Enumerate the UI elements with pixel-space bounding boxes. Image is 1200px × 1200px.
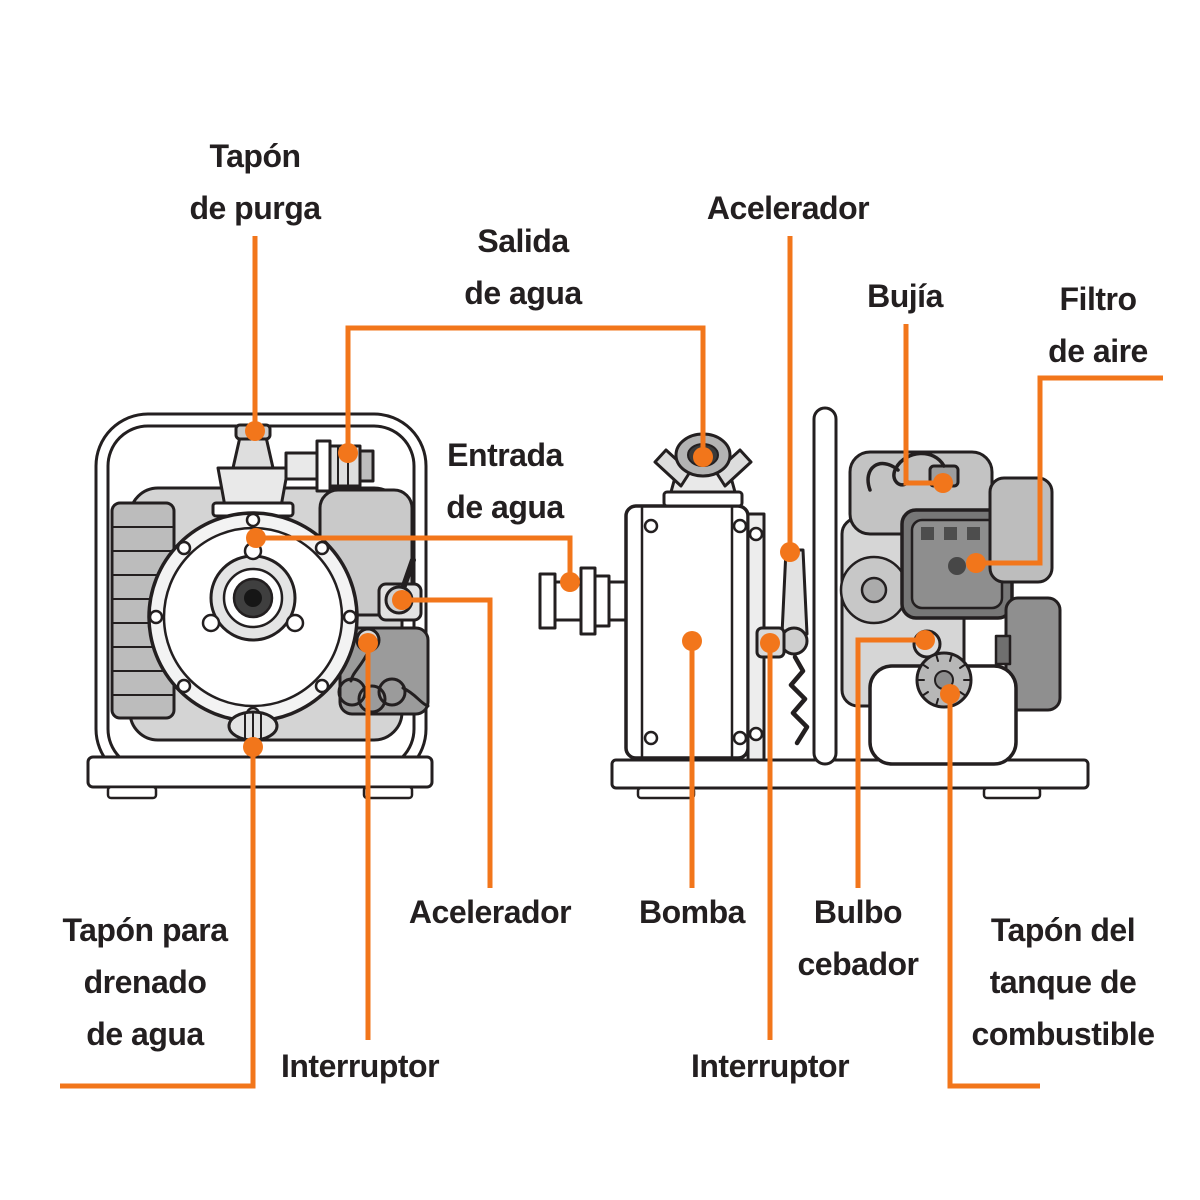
pump-body-bolts xyxy=(643,518,748,746)
leader-tapon-tanque xyxy=(947,698,1040,1089)
label-entrada-de-agua: Entrada de agua xyxy=(446,437,564,525)
anchor-tapon-tanque xyxy=(940,684,960,704)
label-bulbo-cebador: Bulbo cebador xyxy=(797,894,919,982)
engine-right-cover xyxy=(988,476,1054,584)
pump-body-side xyxy=(624,504,750,760)
coupler-wing-right xyxy=(714,448,753,488)
front-foot-left xyxy=(106,785,158,800)
label-interruptor-side: Interruptor xyxy=(690,1048,850,1084)
anchor-salida-de-agua-front xyxy=(338,443,358,463)
leader-bulbo-cebador xyxy=(855,637,918,888)
mount-bolt xyxy=(748,726,764,742)
inlet-bolt xyxy=(201,613,221,633)
label-tapon-drenado: Tapón para drenado de agua xyxy=(62,912,228,1052)
outlet-flange-front xyxy=(315,439,332,493)
anchor-bomba xyxy=(682,631,702,651)
front-base xyxy=(86,755,434,789)
anchor-tapon-drenado xyxy=(243,737,263,757)
anchor-salida-de-agua-side xyxy=(693,447,713,467)
side-view-illustration xyxy=(538,406,1090,800)
callouts xyxy=(60,236,1163,1089)
inlet-bore xyxy=(244,589,262,607)
leader-salida-de-agua xyxy=(345,325,706,456)
leader-bujia xyxy=(903,324,936,486)
corrugated-hose xyxy=(788,654,810,746)
inlet-bolt xyxy=(285,613,305,633)
anchor-interruptor-side xyxy=(760,633,780,653)
air-filter-vent xyxy=(921,527,934,540)
side-foot-right xyxy=(982,786,1042,800)
label-tapon-de-purga: Tapón de purga xyxy=(189,138,321,226)
label-tapon-tanque: Tapón del tanque de combustible xyxy=(971,912,1155,1052)
coupler-wing-left xyxy=(653,448,692,488)
leader-acelerador-front xyxy=(408,597,493,888)
throttle-side xyxy=(780,548,809,636)
pump-cover-bolts xyxy=(148,512,358,722)
exhaust-bracket xyxy=(994,634,1012,666)
anchor-entrada-de-agua-side xyxy=(560,572,580,592)
air-filter-vent xyxy=(944,527,957,540)
cable-coil xyxy=(357,684,387,714)
air-filter-knob xyxy=(948,557,966,575)
front-foot-right xyxy=(362,785,414,800)
label-filtro-de-aire: Filtro de aire xyxy=(1048,281,1148,369)
purge-plug xyxy=(231,435,275,470)
side-foot-left xyxy=(636,786,696,800)
cooling-fin-lines xyxy=(111,526,175,696)
side-base xyxy=(610,758,1090,790)
leader-entrada-de-agua xyxy=(259,535,573,580)
anchor-entrada-de-agua-front xyxy=(246,528,266,548)
anchor-acelerador-front xyxy=(392,590,412,610)
leader-tapon-drenado xyxy=(60,750,256,1089)
handle-bar xyxy=(812,406,838,766)
anchor-acelerador-side xyxy=(780,542,800,562)
label-bomba: Bomba xyxy=(639,894,745,930)
inlet-flange xyxy=(579,566,597,636)
drain-plug-ridges xyxy=(244,711,262,741)
label-salida-de-agua: Salida de agua xyxy=(464,223,582,311)
anchor-bulbo-cebador xyxy=(915,630,935,650)
air-filter-vent xyxy=(967,527,980,540)
label-acelerador-top: Acelerador xyxy=(706,190,870,226)
label-acelerador-front: Acelerador xyxy=(408,894,572,930)
leader-filtro-de-aire xyxy=(984,375,1163,566)
anchor-filtro-de-aire xyxy=(966,553,986,573)
mount-bolt xyxy=(748,526,764,542)
label-interruptor-front: Interruptor xyxy=(280,1048,440,1084)
spark-plug-wire xyxy=(866,451,946,492)
discharge-flange-side xyxy=(662,490,744,508)
pump-body-flanges xyxy=(640,504,734,760)
inlet-spacer xyxy=(593,574,611,628)
anchor-interruptor-front xyxy=(358,633,378,653)
anchor-bujia xyxy=(933,473,953,493)
anchor-tapon-de-purga xyxy=(245,421,265,441)
outlet-pipe-front xyxy=(284,451,322,481)
label-bujia: Bujía xyxy=(867,278,943,314)
cable-coil xyxy=(377,677,407,707)
outlet-end-front xyxy=(358,449,375,483)
recoil-hub xyxy=(860,576,888,604)
inlet-end-flange xyxy=(538,572,557,630)
